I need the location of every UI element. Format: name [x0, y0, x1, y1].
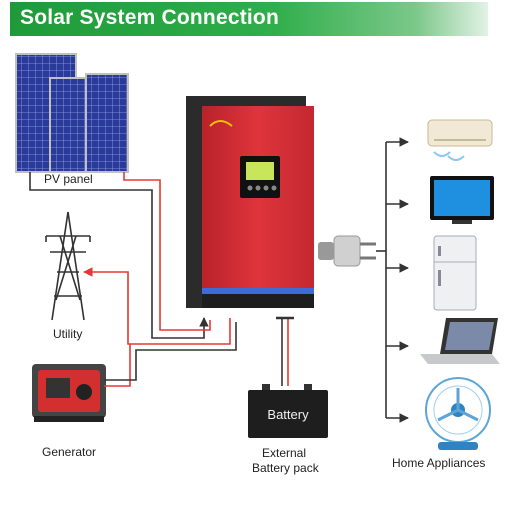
battery-label: Battery [267, 407, 309, 422]
laptop-icon [420, 318, 500, 364]
inverter-unit [186, 96, 314, 308]
refrigerator-icon [434, 236, 476, 310]
external-battery-label-line2: Battery pack [252, 461, 319, 475]
output-bus [376, 142, 408, 418]
generator-label: Generator [42, 445, 96, 459]
generator-icon [32, 364, 106, 422]
utility-label: Utility [53, 327, 82, 341]
fan-icon [426, 378, 490, 450]
pv-panel-label: PV panel [44, 172, 93, 186]
ac-plug-icon [318, 236, 376, 266]
battery-icon: Battery [248, 384, 328, 438]
television-icon [430, 176, 494, 224]
utility-tower-icon [46, 212, 90, 320]
battery-cables [276, 318, 294, 386]
home-appliances-label: Home Appliances [392, 456, 485, 470]
pv-panel-icon [16, 54, 128, 172]
air-conditioner-icon [428, 120, 492, 160]
external-battery-label-line1: External [262, 446, 306, 460]
pv-wires [30, 172, 210, 338]
